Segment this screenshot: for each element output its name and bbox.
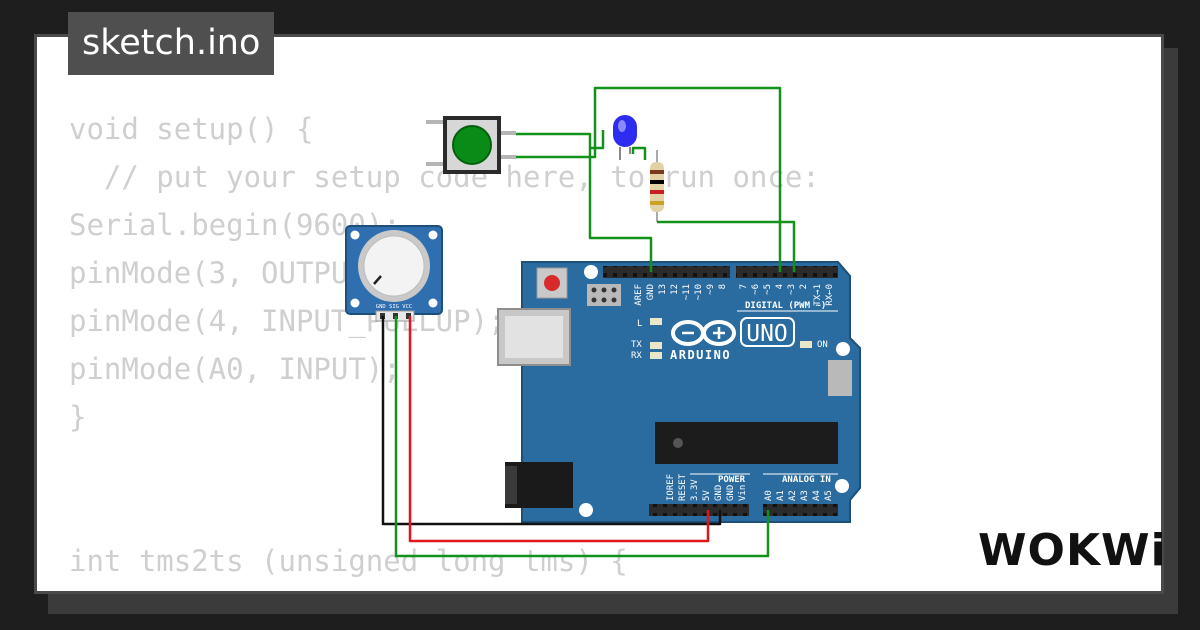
- pin-label: ~6: [751, 284, 761, 295]
- code-line: pinMode(A0, INPUT);: [69, 352, 401, 386]
- pin-label: A4: [812, 490, 822, 501]
- file-tab-title[interactable]: sketch.ino: [68, 12, 275, 75]
- tx-label: TX: [631, 340, 642, 350]
- on-led-label: ON: [817, 340, 828, 350]
- potentiometer[interactable]: GND SIG VCC: [345, 225, 443, 322]
- resistor[interactable]: [650, 150, 664, 222]
- pin-label: 13: [658, 284, 668, 295]
- pin-label: A2: [788, 490, 798, 501]
- pin-label: TX→1: [813, 284, 823, 306]
- pin-label: RESET: [678, 473, 688, 501]
- wire: [516, 86, 782, 272]
- digital-header-label: DIGITAL (PWM ~): [745, 301, 826, 311]
- pin-label: 8: [718, 284, 728, 289]
- reset-button[interactable]: [536, 267, 568, 299]
- pin-label: AREF: [634, 284, 644, 306]
- pin-label: ~10: [694, 284, 704, 300]
- rx-label: RX: [631, 351, 642, 361]
- pin-label: GND: [726, 485, 736, 501]
- code-line: int tms2ts (unsigned long tms) {: [69, 544, 628, 578]
- pin-label: A3: [800, 490, 810, 501]
- pin-label: 4: [775, 284, 785, 289]
- pin-label: A0: [764, 490, 774, 501]
- code-line: void setup() {: [69, 112, 314, 146]
- wire: [516, 130, 605, 150]
- pin-label: GND: [714, 485, 724, 501]
- power-header-label: POWER: [718, 475, 746, 485]
- l-led-label: L: [637, 319, 642, 329]
- pin-label: ~11: [682, 284, 692, 300]
- pin-label: RX←0: [825, 284, 835, 306]
- potentiometer-pin-labels: GND SIG VCC: [376, 304, 412, 310]
- pin-label: A1: [776, 490, 786, 501]
- pin-label: 2: [799, 284, 809, 289]
- code-line: }: [69, 400, 87, 434]
- pin-label: ~3: [787, 284, 797, 295]
- push-button[interactable]: [426, 116, 516, 174]
- pin-label: GND: [646, 284, 656, 300]
- pin-label: 12: [670, 284, 680, 295]
- push-button-cap[interactable]: [452, 125, 492, 165]
- board-model-label: UNO: [746, 321, 788, 347]
- board-brand-label: ARDUINO: [670, 348, 731, 362]
- on-led: [800, 341, 812, 348]
- rx-led: [650, 352, 662, 359]
- wire: [588, 148, 653, 272]
- pin-label: 3.3V: [690, 479, 700, 501]
- wire: [381, 316, 722, 526]
- pin-label: ~9: [706, 284, 716, 295]
- wire: [408, 316, 710, 543]
- analog-header-label: ANALOG IN: [782, 475, 831, 485]
- code-line: // put your setup code here, to run once…: [69, 160, 820, 194]
- pin-label: IOREF: [666, 474, 676, 501]
- arduino-infinity-icon: [671, 320, 736, 346]
- arduino-uno-board[interactable]: AREF GND 13 12 ~11 ~10 ~9 8 7 ~6 ~5 4 ~3…: [497, 261, 861, 523]
- wire: [631, 146, 647, 160]
- pin-label: 5V: [702, 490, 712, 501]
- blue-led[interactable]: [613, 115, 637, 160]
- potentiometer-knob[interactable]: [363, 235, 425, 297]
- wire: [394, 316, 770, 558]
- wire: [657, 220, 796, 272]
- pin-label: 7: [739, 284, 749, 289]
- tx-led: [650, 342, 662, 349]
- pin-label: ~5: [763, 284, 773, 295]
- l-led: [650, 318, 662, 325]
- pin-label: A5: [824, 490, 834, 501]
- wokwi-logo: WOKWi: [978, 525, 1167, 576]
- pin-label: Vin: [738, 485, 748, 501]
- wires: [381, 86, 796, 558]
